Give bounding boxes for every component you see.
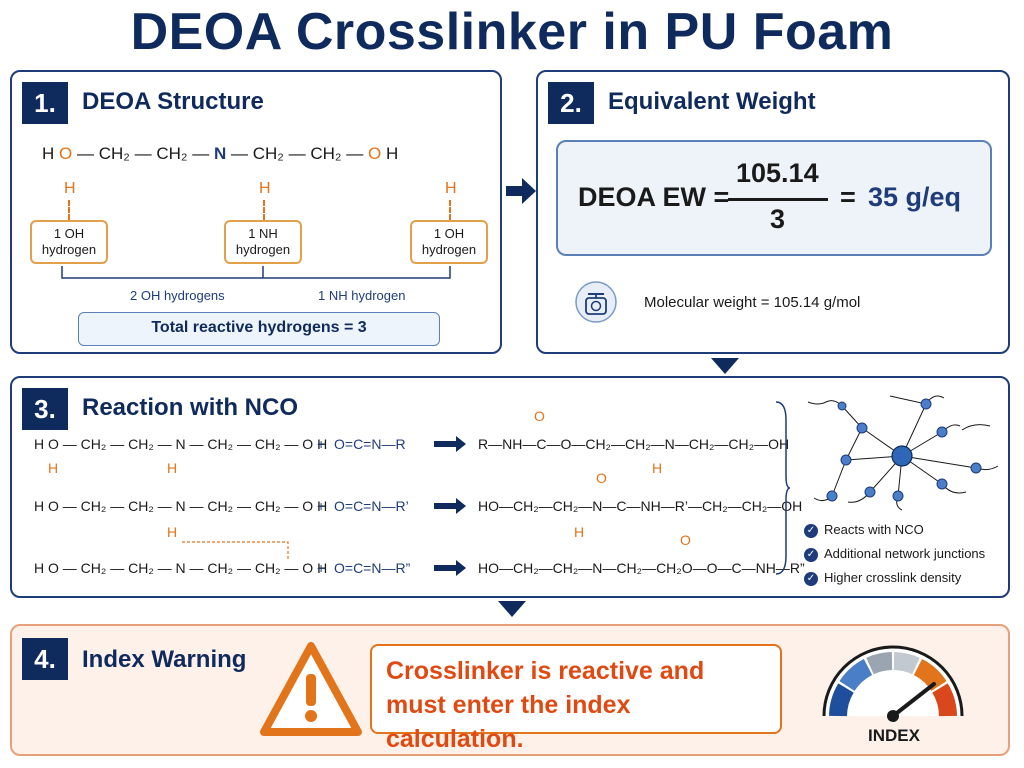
bracket-lines [61, 266, 451, 279]
group-ch2: CH₂ [98, 144, 130, 163]
arrow-right-icon [434, 560, 466, 576]
arrow-right-icon [434, 436, 466, 452]
nco-reagent: O=C=N—R” [334, 560, 411, 576]
carbonyl-oxygen: O [680, 532, 691, 548]
reactant: H O — CH₂ — CH₂ — N — CH₂ — CH₂ — O H [34, 498, 328, 514]
panel-reaction-nco: 3. Reaction with NCO H O — CH₂ — CH₂ — N… [10, 376, 1010, 598]
oh-hydrogen-box: 1 OH hydrogen [410, 220, 488, 264]
benefit-item: ✓Reacts with NCO [804, 522, 924, 538]
reactant: H O — CH₂ — CH₂ — N — CH₂ — CH₂ — O H [34, 560, 328, 576]
check-icon: ✓ [804, 547, 818, 562]
nh-hydrogen-box: 1 NH hydrogen [224, 220, 302, 264]
panel-deoa-structure: 1. DEOA Structure H O — CH₂ — CH₂ — N — … [10, 70, 502, 354]
ew-lhs: DEOA EW = [578, 182, 730, 212]
dash-line [68, 200, 70, 220]
plus-sign: + [317, 498, 326, 514]
arrow-right-icon [506, 178, 536, 204]
arrow-down-icon [711, 358, 739, 374]
nco-reagent: O=C=N—R’ [334, 498, 409, 514]
warning-line: must enter the index calculation. [386, 691, 631, 753]
product: R—NH—C—O—CH₂—CH₂—N—CH₂—CH₂—OH [478, 436, 790, 452]
dash-line [263, 200, 265, 220]
benefit-item: ✓Higher crosslink density [804, 570, 961, 586]
hydrogen-label: H [167, 460, 178, 476]
nh-count-label: 1 NH hydrogen [318, 288, 406, 303]
check-icon: ✓ [804, 523, 818, 538]
ew-equals: = [840, 182, 856, 212]
reactant: H O — CH₂ — CH₂ — N — CH₂ — CH₂ — O H [34, 436, 328, 452]
section-title: Equivalent Weight [608, 88, 816, 115]
plus-sign: + [317, 560, 326, 576]
section-number: 4. [22, 638, 68, 680]
ew-result: 35 g/eq [868, 182, 962, 212]
molecular-weight: Molecular weight = 105.14 g/mol [644, 294, 861, 311]
check-icon: ✓ [804, 571, 818, 586]
network-icon [807, 395, 999, 511]
hydrogen-label: H [652, 460, 663, 476]
section-number: 3. [22, 388, 68, 430]
index-gauge-icon [822, 645, 964, 722]
atom-n: N [213, 144, 227, 163]
ew-formula-box: DEOA EW = 105.14 3 = 35 g/eq [556, 140, 992, 256]
carbonyl-oxygen: O [596, 470, 607, 486]
ew-numerator: 105.14 [736, 158, 819, 188]
hydrogen-label: H [167, 524, 178, 540]
hydrogen-label: H [574, 524, 585, 540]
benefit-item: ✓Additional network junctions [804, 546, 985, 562]
fraction-bar [728, 198, 828, 201]
hydrogen-label: H [48, 460, 59, 476]
group-ch2: CH₂ [310, 144, 342, 163]
dash-line [449, 200, 451, 220]
plus-sign: + [317, 436, 326, 452]
total-hydrogens: Total reactive hydrogens = 3 [78, 312, 440, 346]
hydrogen-mid: H [259, 180, 271, 197]
group-ch2: CH₂ [252, 144, 284, 163]
warning-icon [260, 642, 362, 736]
ew-denominator: 3 [770, 204, 786, 234]
oh-count-label: 2 OH hydrogens [130, 288, 225, 303]
hydrogen-left: H [64, 180, 76, 197]
arrow-right-icon [434, 498, 466, 514]
hydrogen-right: H [445, 180, 457, 197]
warning-message: Crosslinker is reactive and must enter t… [370, 644, 782, 753]
product: HO—CH₂—CH₂—N—C—NH—R’—CH₂—CH₂—OH [478, 498, 803, 514]
warning-line: Crosslinker is reactive and [386, 657, 705, 685]
arrow-down-icon [498, 601, 526, 617]
section-number: 1. [22, 82, 68, 124]
atom-h: H [42, 144, 55, 163]
brace [775, 401, 791, 575]
section-number: 2. [548, 82, 594, 124]
nco-reagent: O=C=N—R [334, 436, 406, 452]
page-title: DEOA Crosslinker in PU Foam [130, 3, 894, 61]
product: HO—CH₂—CH₂—N—CH₂—CH₂O—O—C—NH—R” [478, 560, 805, 576]
panel-equivalent-weight: 2. Equivalent Weight DEOA EW = 105.14 3 … [536, 70, 1010, 354]
atom-h: H [385, 144, 399, 163]
atom-o: O [59, 144, 73, 163]
structure-formula: H O — CH₂ — CH₂ — N — CH₂ — CH₂ — O H [42, 144, 399, 163]
carbonyl-oxygen: O [534, 408, 545, 424]
oh-hydrogen-box: 1 OH hydrogen [30, 220, 108, 264]
scale-icon [575, 281, 617, 323]
panel-index-warning: 4. Index Warning Crosslinker is reactive… [10, 624, 1010, 756]
group-ch2: CH₂ [156, 144, 188, 163]
section-title: DEOA Structure [82, 88, 264, 115]
section-title: Index Warning [82, 646, 247, 673]
section-title: Reaction with NCO [82, 394, 299, 421]
atom-o: O [367, 144, 382, 163]
dashed-link [182, 541, 289, 560]
gauge-label: INDEX [868, 726, 920, 745]
